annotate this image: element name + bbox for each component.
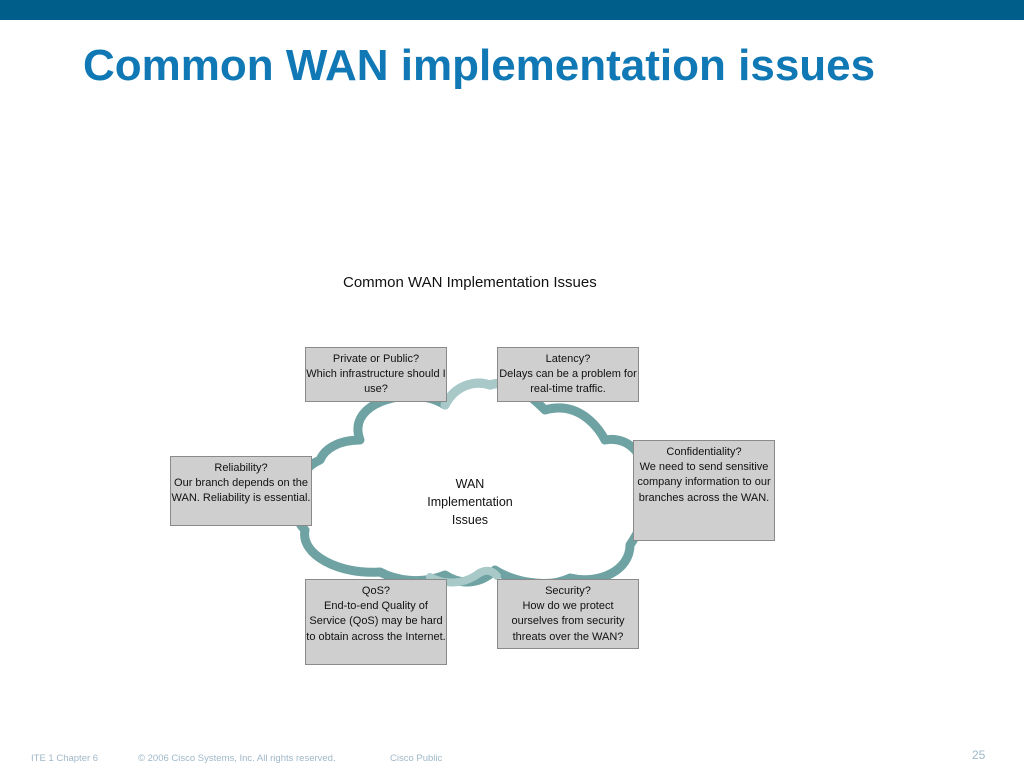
issue-description: End-to-end Quality of Service (QoS) may … <box>306 600 446 643</box>
issue-box-security: Security? How do we protect ourselves fr… <box>497 579 639 649</box>
issue-title: Latency? <box>545 353 591 365</box>
issue-box-private-or-public: Private or Public? Which infrastructure … <box>305 347 447 402</box>
page-number: 25 <box>972 748 986 762</box>
footer-classification: Cisco Public <box>390 753 443 764</box>
issue-title: Confidentiality? <box>666 446 742 458</box>
issue-title: Reliability? <box>214 462 268 474</box>
cloud-center-line1: WAN <box>455 477 485 491</box>
issue-description: We need to send sensitive company inform… <box>637 461 771 504</box>
issue-box-qos: QoS? End-to-end Quality of Service (QoS)… <box>305 579 447 665</box>
issue-description: How do we protect ourselves from securit… <box>511 600 625 643</box>
issue-description: Which infrastructure should I use? <box>306 368 446 396</box>
issue-title: Security? <box>545 585 591 597</box>
issue-title: Private or Public? <box>332 353 420 365</box>
footer-copyright: © 2006 Cisco Systems, Inc. All rights re… <box>138 753 336 764</box>
issue-description: Delays can be a problem for real-time tr… <box>499 368 637 396</box>
cloud-center-line3: Issues <box>451 513 489 527</box>
footer-chapter: ITE 1 Chapter 6 <box>31 753 99 764</box>
issue-description: Our branch depends on the WAN. Reliabili… <box>171 477 311 505</box>
slide-title: Common WAN implementation issues <box>83 41 876 90</box>
issue-box-confidentiality: Confidentiality? We need to send sensiti… <box>633 440 775 541</box>
cloud-center-label: WAN Implementation Issues <box>410 475 530 529</box>
issue-box-latency: Latency? Delays can be a problem for rea… <box>497 347 639 402</box>
cloud-center-line2: Implementation <box>427 495 513 509</box>
top-band <box>0 0 1024 20</box>
diagram-title: Common WAN Implementation Issues <box>343 274 597 291</box>
issue-title: QoS? <box>361 585 391 597</box>
issue-box-reliability: Reliability? Our branch depends on the W… <box>170 456 312 526</box>
